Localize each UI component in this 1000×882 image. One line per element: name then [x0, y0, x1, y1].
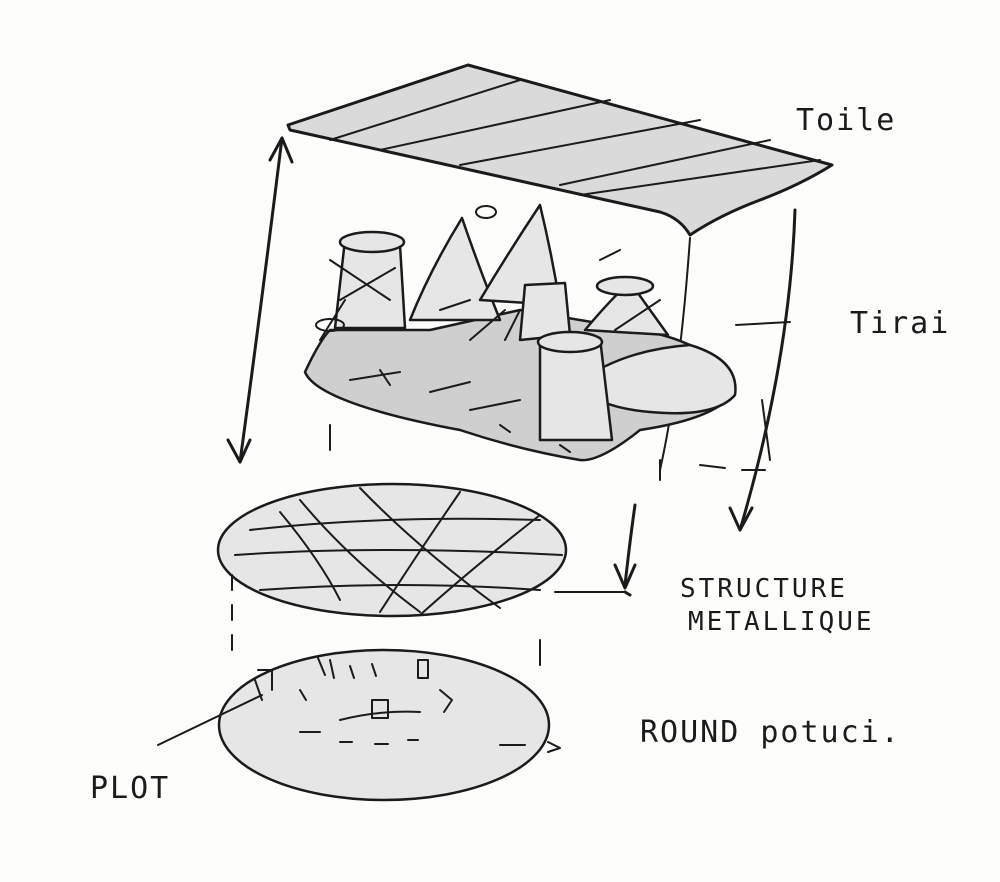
- canopy-right-arrow: [738, 208, 797, 532]
- dash: [699, 464, 726, 469]
- label-plot: PLOT: [90, 771, 170, 806]
- plot-leader: [157, 694, 263, 746]
- label-structure-line1: STRUCTURE: [680, 574, 848, 604]
- round-leader: [499, 741, 561, 753]
- tirai-leader: [735, 321, 791, 326]
- label-round: ROUND potuci.: [640, 715, 901, 750]
- plot-base: [217, 648, 551, 802]
- tick-mark: [761, 399, 771, 461]
- canopy-right-arrowhead: [728, 506, 754, 532]
- label-tirai: Tirai: [850, 306, 950, 341]
- tirai-forms: [303, 203, 737, 462]
- structure-grid: [216, 482, 568, 618]
- height-arrow: [226, 136, 294, 464]
- label-structure-line2: METALLIQUE: [688, 607, 875, 637]
- toile-canopy: [286, 63, 834, 237]
- structure-arrowhead: [613, 563, 637, 590]
- label-toile: Toile: [796, 103, 896, 138]
- structure-arrow: [623, 503, 637, 587]
- structure-leader-arrow: [623, 590, 632, 597]
